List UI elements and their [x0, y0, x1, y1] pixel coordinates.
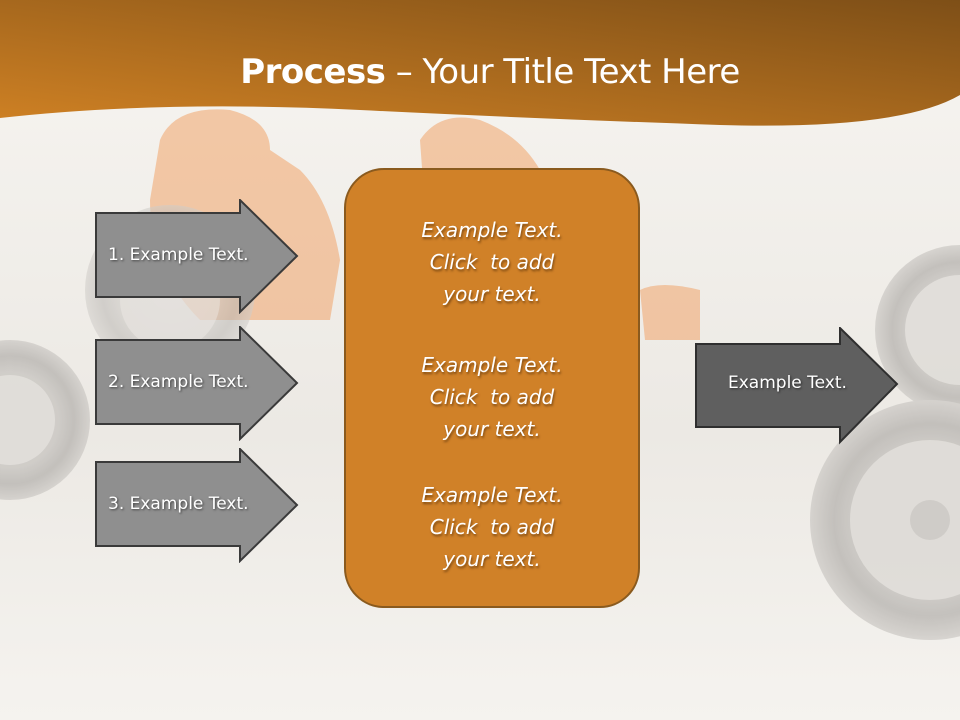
arrow-right-shape [95, 199, 299, 314]
slide-title[interactable]: Process – Your Title Text Here [0, 52, 960, 92]
block-line: Click to add [429, 385, 555, 409]
output-arrow[interactable]: Example Text. [695, 327, 900, 445]
input-arrow-label: 2. Example Text. [108, 372, 249, 392]
input-arrow-1[interactable]: 1. Example Text. [95, 199, 300, 314]
center-process-box[interactable]: Example Text. Click to add your text. Ex… [344, 168, 640, 608]
input-arrow-3[interactable]: 3. Example Text. [95, 448, 300, 563]
block-line: Example Text. [421, 483, 563, 507]
input-arrow-label: 3. Example Text. [108, 494, 249, 514]
arrow-right-shape [95, 448, 299, 563]
block-line: Example Text. [421, 353, 563, 377]
block-line: Click to add [429, 515, 555, 539]
center-text-block-2[interactable]: Example Text. Click to add your text. [346, 349, 638, 445]
arrow-right-shape [95, 326, 299, 441]
block-line: Example Text. [421, 218, 563, 242]
output-arrow-label: Example Text. [728, 373, 847, 393]
header-band [0, 0, 960, 126]
arrow-right-shape [695, 327, 899, 445]
center-text-block-1[interactable]: Example Text. Click to add your text. [346, 214, 638, 310]
block-line: your text. [443, 282, 541, 306]
title-bold: Process [240, 52, 386, 92]
input-arrow-label: 1. Example Text. [108, 245, 249, 265]
center-text-block-3[interactable]: Example Text. Click to add your text. [346, 479, 638, 575]
input-arrow-2[interactable]: 2. Example Text. [95, 326, 300, 441]
title-rest: – Your Title Text Here [385, 52, 741, 92]
block-line: your text. [443, 417, 541, 441]
block-line: Click to add [429, 250, 555, 274]
block-line: your text. [443, 547, 541, 571]
